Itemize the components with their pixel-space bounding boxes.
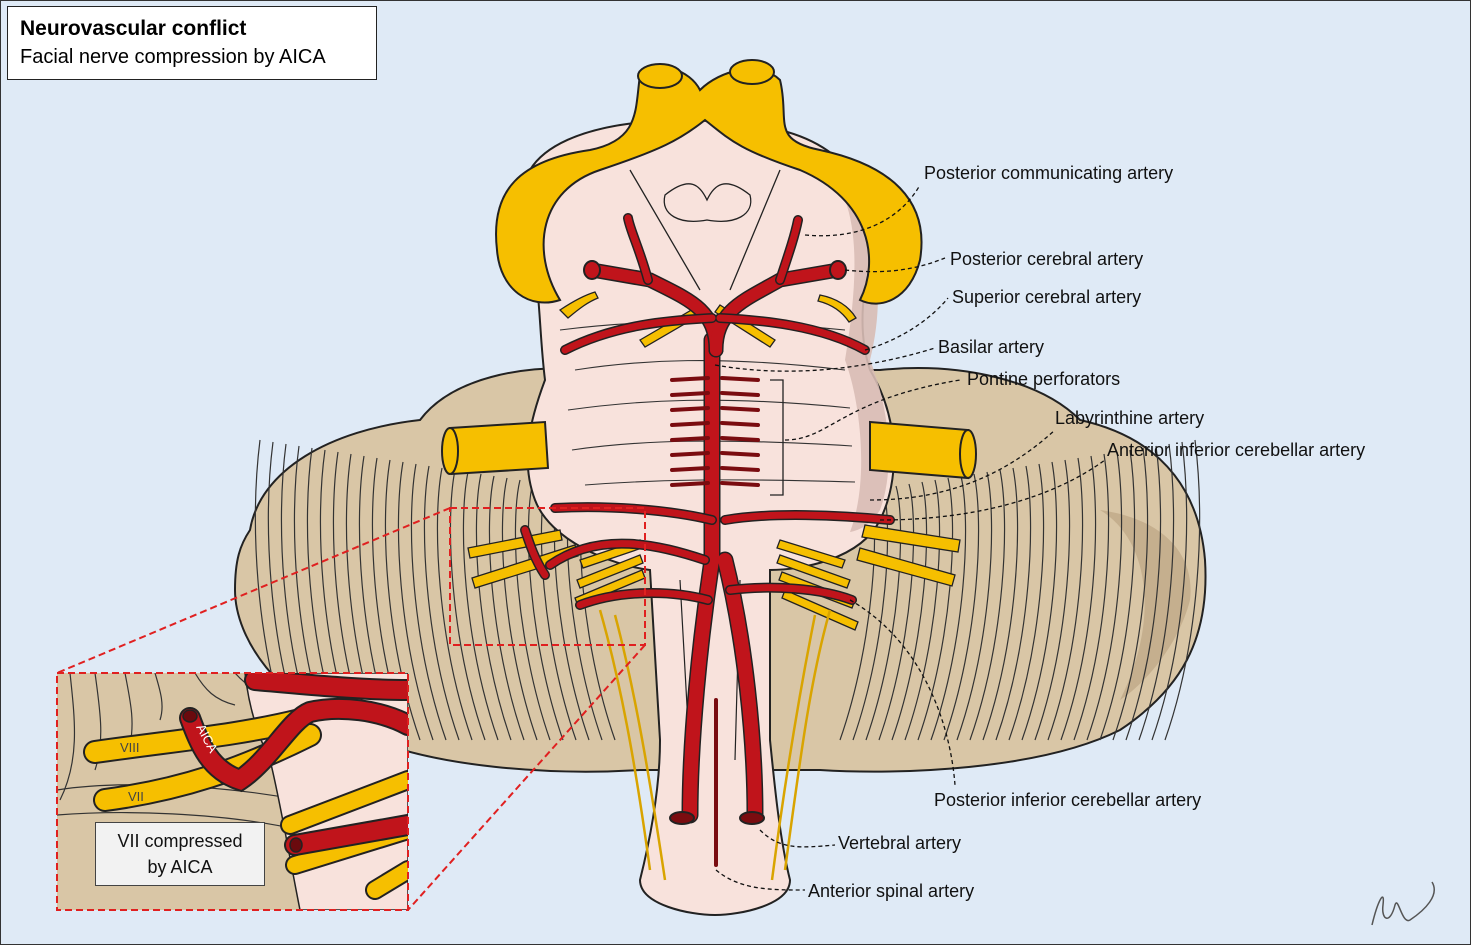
pontine-perforator — [720, 421, 760, 427]
folia-line — [1073, 453, 1110, 741]
folia-line — [995, 465, 1032, 741]
folia-line — [1034, 459, 1071, 741]
folia-line — [865, 485, 902, 741]
folia-line — [449, 469, 486, 741]
folia-line — [527, 481, 564, 741]
folia-line — [397, 461, 434, 741]
label-labyrinthine: Labyrinthine artery — [1055, 408, 1205, 428]
title-box: Neurovascular conflict Facial nerve comp… — [7, 6, 377, 80]
pontine-perforator — [720, 481, 760, 487]
figure-subtitle: Facial nerve compression by AICA — [20, 46, 326, 68]
folia-line — [436, 467, 473, 741]
zoom-line-bottom — [407, 644, 646, 911]
folia-line — [1008, 463, 1045, 741]
artist-signature — [1371, 881, 1435, 926]
inset-note: VII compressed by AICA — [95, 822, 265, 886]
pontine-perforator — [670, 391, 710, 397]
pontine-perforator — [670, 481, 710, 487]
folia-line — [501, 477, 538, 741]
label-basilar: Basilar artery — [938, 337, 1045, 357]
label-pica: Posterior inferior cerebellar artery — [934, 790, 1202, 810]
folia-line — [1086, 451, 1123, 741]
pontine-perforator — [670, 436, 710, 442]
pontine-perforator — [720, 436, 760, 442]
pontine-perforator — [720, 466, 760, 472]
label-pca: Posterior cerebral artery — [950, 249, 1144, 269]
folia-line — [1151, 441, 1188, 741]
pontine-perforator — [670, 406, 710, 412]
optic-structures — [495, 59, 923, 305]
folia-line — [1125, 445, 1162, 741]
folia-line — [943, 473, 980, 741]
pontine-perforator — [720, 451, 760, 457]
folia-line — [1021, 461, 1058, 741]
folia-line — [891, 481, 928, 741]
folia-line — [1047, 457, 1084, 741]
zoom-line-top — [56, 507, 451, 674]
folia-line — [514, 479, 551, 741]
label-pcomm: Posterior communicating artery — [924, 163, 1174, 183]
perforator-bracket — [770, 379, 784, 496]
inset-label-viii: VIII — [120, 740, 140, 755]
folia-line — [423, 465, 460, 741]
folia-line — [930, 475, 967, 741]
pontine-perforator — [720, 376, 760, 382]
folia-line — [878, 483, 915, 741]
label-aica: Anterior inferior cerebellar artery — [1107, 440, 1366, 460]
label-vertebral: Vertebral artery — [838, 833, 962, 853]
label-sca: Superior cerebral artery — [952, 287, 1142, 307]
folia-line — [1112, 447, 1149, 741]
pontine-perforator — [670, 466, 710, 472]
figure-title: Neurovascular conflict — [20, 17, 247, 40]
leader-lines — [714, 184, 1106, 891]
pontine-perforator — [670, 421, 710, 427]
folia-line — [982, 467, 1019, 741]
inset-note-line1: VII compressed — [117, 831, 243, 851]
folia-line — [1060, 455, 1097, 741]
inset-note-line2: by AICA — [147, 857, 213, 877]
folia-line — [956, 471, 993, 741]
folia-line — [917, 477, 954, 741]
folia-line — [462, 471, 499, 741]
folia-line — [488, 475, 525, 741]
folia-line — [410, 463, 447, 741]
inset-label-vii: VII — [128, 789, 144, 804]
folia-line — [1164, 439, 1201, 741]
pontine-perforator — [670, 451, 710, 457]
highlight-box — [449, 507, 646, 646]
label-pontine: Pontine perforators — [967, 369, 1121, 389]
cranial-nerves — [467, 291, 961, 631]
pontine-perforator — [670, 376, 710, 382]
pontine-perforator — [720, 391, 760, 397]
folia-line — [969, 469, 1006, 741]
folia-line — [1138, 443, 1175, 741]
trigeminal-nerves — [441, 420, 977, 480]
label-anterior-spinal: Anterior spinal artery — [808, 881, 975, 901]
folia-line — [1099, 449, 1136, 741]
folia-line — [904, 479, 941, 741]
pontine-perforator — [720, 406, 760, 412]
